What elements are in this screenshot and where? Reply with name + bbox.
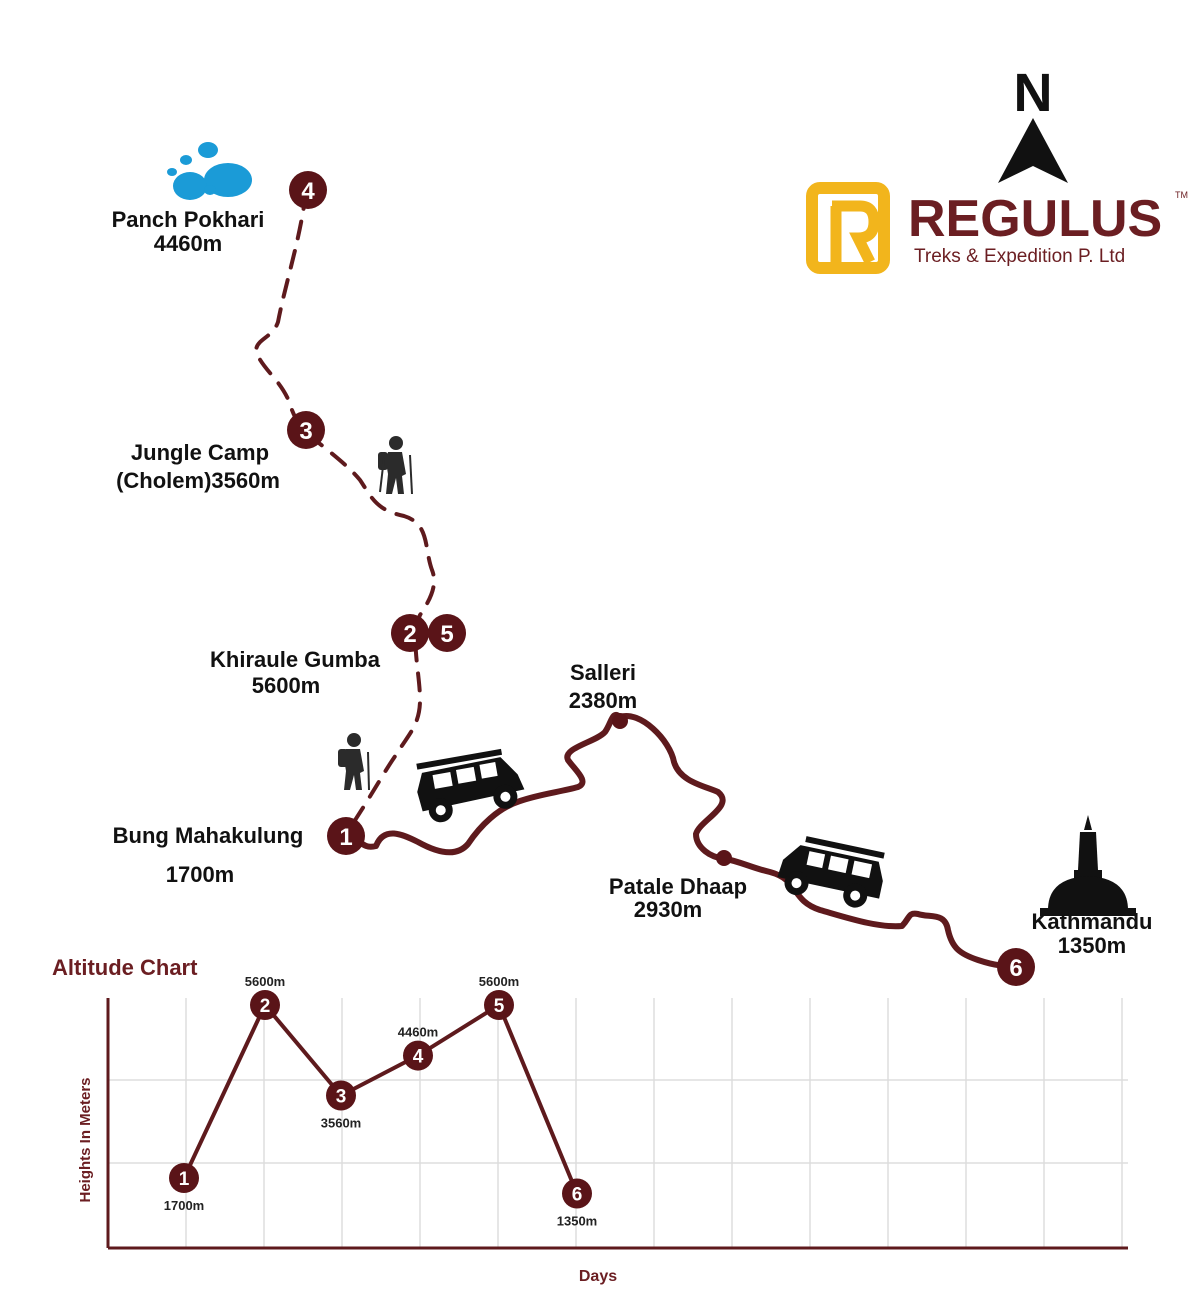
- kathmandu-alt: 1350m: [1058, 933, 1127, 958]
- chart-point-marker: [562, 1178, 592, 1209]
- chart-point-value-label: 5600m: [245, 974, 285, 989]
- chart-point-number: 5: [494, 996, 505, 1017]
- jeep-icon: [777, 836, 885, 908]
- chart-point-marker: [250, 990, 280, 1020]
- bung-mahakulung-name: Bung Mahakulung: [113, 823, 304, 848]
- map-marker-2: 2: [391, 614, 429, 652]
- logo-name: REGULUS: [908, 190, 1162, 248]
- jungle-camp-alt: (Cholem)3560m: [116, 468, 280, 493]
- driving-route: [343, 711, 1019, 969]
- salleri-waypoint: [612, 713, 628, 729]
- chart-grid: [108, 998, 1128, 1248]
- logo-r-icon: [832, 200, 880, 265]
- hiker-icon: [378, 436, 413, 495]
- chart-point-value-label: 4460m: [398, 1025, 438, 1040]
- chart-point-number: 4: [413, 1047, 424, 1068]
- chart-point-number: 1: [179, 1169, 190, 1190]
- map-marker-1: 1: [327, 817, 365, 855]
- patale-dhaap-name: Patale Dhaap: [609, 874, 747, 899]
- chart-point-3: 3 3560m: [321, 1080, 361, 1130]
- chart-point-number: 3: [336, 1086, 347, 1107]
- chart-point-4: 4 4460m: [398, 1025, 438, 1071]
- chart-point-value-label: 3560m: [321, 1115, 361, 1130]
- svg-text:5: 5: [440, 621, 453, 648]
- patale-dhaap-alt: 2930m: [634, 897, 703, 922]
- altitude-line: [182, 1001, 579, 1195]
- lake-icon: [167, 142, 252, 200]
- compass-letter: N: [1014, 63, 1053, 123]
- salleri-alt: 2380m: [569, 688, 638, 713]
- bung-mahakulung-alt: 1700m: [166, 862, 235, 887]
- place-labels: Panch Pokhari 4460m Jungle Camp (Cholem)…: [112, 207, 1153, 958]
- stupa-icon: [1040, 815, 1136, 916]
- jungle-camp-name: Jungle Camp: [131, 440, 269, 465]
- svg-text:2: 2: [403, 621, 416, 648]
- chart-point-value-label: 5600m: [479, 974, 519, 989]
- patale-dhaap-waypoint: [716, 850, 732, 866]
- svg-text:6: 6: [1009, 955, 1022, 982]
- svg-text:1: 1: [339, 824, 352, 851]
- hiker-icon: [338, 733, 370, 791]
- chart-point-value-label: 1350m: [557, 1214, 597, 1229]
- trekking-route: [254, 190, 437, 836]
- company-logo: REGULUS TM Treks & Expedition P. Ltd: [806, 182, 1188, 274]
- chart-point-number: 6: [572, 1185, 583, 1206]
- map-marker-6: 6: [997, 948, 1035, 986]
- panch-pokhari-alt: 4460m: [154, 231, 223, 256]
- khiraule-gumba-alt: 5600m: [252, 673, 321, 698]
- khiraule-gumba-name: Khiraule Gumba: [210, 647, 381, 672]
- x-axis-label: Days: [579, 1268, 617, 1285]
- altitude-series: 1 1700m 2 5600m 3 3560m 4 4460m 5 5600m 6 1350m: [164, 974, 597, 1229]
- altitude-chart: Altitude Chart Heights In Meters Days 11…: [52, 955, 1128, 1285]
- panch-pokhari-name: Panch Pokhari: [112, 207, 265, 232]
- north-compass: N: [998, 63, 1068, 183]
- y-axis-label: Heights In Meters: [77, 1077, 94, 1202]
- north-arrow-icon: [998, 118, 1068, 183]
- chart-point-marker: [169, 1163, 199, 1193]
- chart-point-marker: [403, 1040, 433, 1071]
- map-marker-4: 4: [289, 171, 327, 209]
- svg-text:3: 3: [299, 418, 312, 445]
- chart-point-value-label: 1700m: [164, 1198, 204, 1213]
- chart-point-6: 6 1350m: [557, 1178, 597, 1229]
- svg-text:4: 4: [301, 178, 315, 205]
- chart-point-number: 2: [260, 996, 271, 1017]
- chart-point-2: 2 5600m: [245, 974, 285, 1020]
- logo-tagline: Treks & Expedition P. Ltd: [914, 246, 1125, 267]
- kathmandu-name: Kathmandu: [1032, 909, 1153, 934]
- map-marker-3: 3: [287, 411, 325, 449]
- chart-point-marker: [326, 1080, 356, 1111]
- chart-point-1: 1 1700m: [164, 1163, 204, 1213]
- jeep-icon: [416, 748, 525, 823]
- salleri-name: Salleri: [570, 660, 636, 685]
- chart-point-5: 5 5600m: [479, 974, 519, 1020]
- logo-mark-icon: [806, 182, 890, 274]
- map-marker-5: 5: [428, 614, 466, 652]
- chart-title: Altitude Chart: [52, 955, 198, 980]
- logo-tm: TM: [1175, 190, 1188, 200]
- chart-point-marker: [484, 990, 514, 1020]
